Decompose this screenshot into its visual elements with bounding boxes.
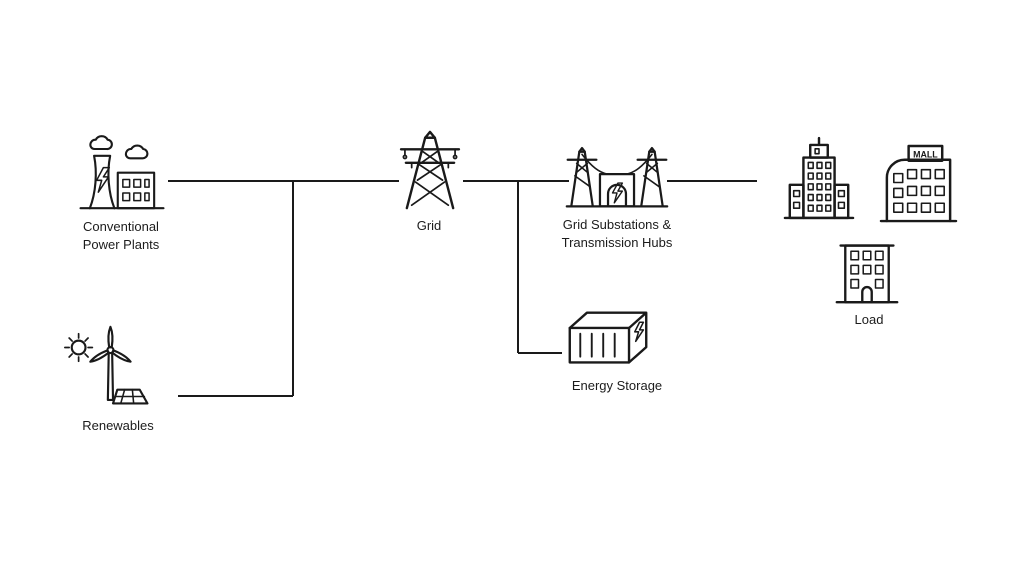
mall-sign-text: MALL [913,149,938,159]
node-energy-storage [564,306,652,371]
apartment-building-icon [835,244,899,304]
mall-building-icon: MALL [879,144,958,223]
power-plant-icon [79,135,165,210]
energy-storage-icon [568,311,648,364]
renewables-icon [64,325,149,405]
label-grid: Grid [416,218,442,233]
label-load: Load [854,312,884,327]
node-grid [399,130,461,211]
grid-tower-icon [399,130,461,210]
office-building-icon [783,136,855,220]
substation-icon [565,146,669,208]
label-energy-storage: Energy Storage [571,378,663,393]
label-renewables: Renewables [82,418,154,433]
node-renewables [64,324,150,414]
node-load-apartment [831,238,903,306]
node-grid-substations [565,140,669,210]
node-load-office [782,136,856,222]
label-conventional-power-plants: Conventional Power Plants [82,219,160,252]
node-conventional-power-plants [78,130,166,212]
label-grid-substations: Grid Substations & Transmission Hubs [561,217,673,250]
node-load-mall: MALL [877,142,960,225]
